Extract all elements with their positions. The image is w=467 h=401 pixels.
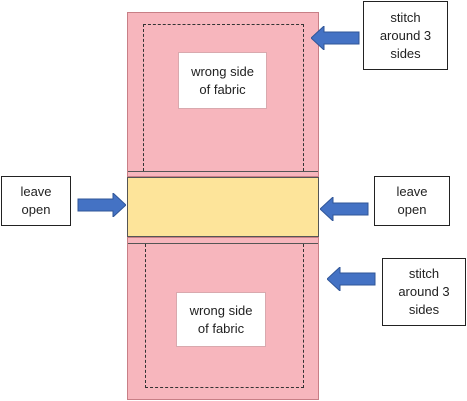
arrow-left-icon bbox=[311, 26, 360, 50]
bottom-wrong-side-label: wrong side of fabric bbox=[176, 292, 266, 347]
arrow-right-icon bbox=[77, 193, 126, 217]
middle-open-band bbox=[127, 177, 319, 237]
top-seam-line bbox=[128, 171, 318, 172]
callout-bottom-right-stitch: stitch around 3 sides bbox=[382, 258, 466, 326]
arrow-left-icon bbox=[327, 267, 376, 291]
top-wrong-side-label: wrong side of fabric bbox=[178, 52, 267, 109]
top-stitch-line bbox=[143, 24, 304, 171]
callout-middle-right-open: leave open bbox=[374, 176, 450, 226]
callout-top-right-stitch: stitch around 3 sides bbox=[363, 1, 448, 70]
callout-middle-left-open: leave open bbox=[1, 176, 71, 226]
bottom-stitch-line bbox=[145, 244, 304, 388]
bottom-seam-line bbox=[128, 243, 318, 244]
arrow-left-icon bbox=[320, 197, 369, 221]
